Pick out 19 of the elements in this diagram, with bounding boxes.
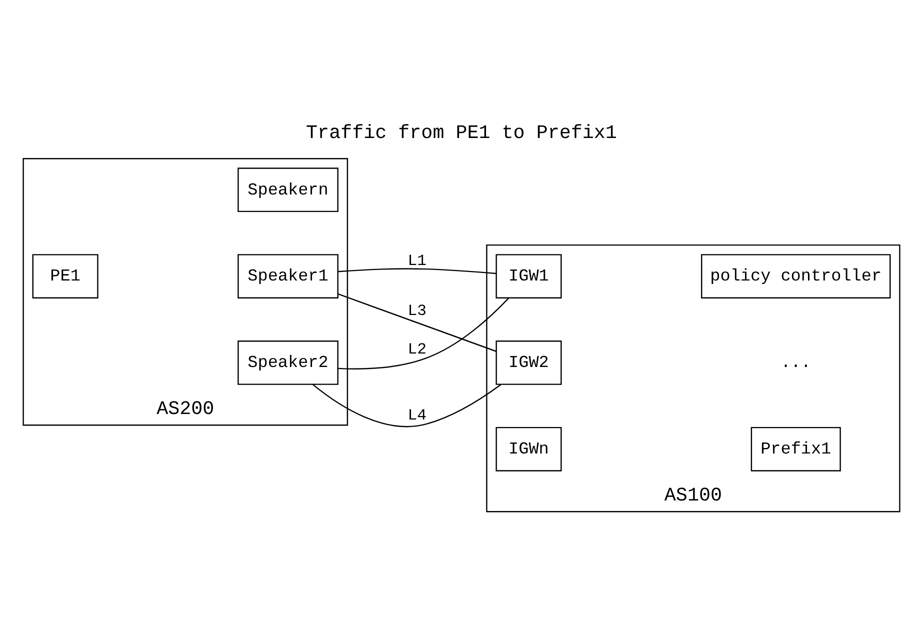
edge-label: L3 — [408, 302, 426, 320]
connector — [338, 268, 496, 274]
node-box: IGW1 — [496, 254, 562, 298]
node-box: policy controller — [701, 254, 891, 298]
edge-label: L1 — [408, 252, 426, 270]
edge-label: L4 — [408, 406, 426, 425]
node-box: PE1 — [32, 254, 98, 298]
node-box: Speaker1 — [238, 254, 338, 298]
connector — [338, 298, 510, 370]
label: ... — [780, 354, 811, 374]
connector — [338, 293, 496, 352]
edge-label: L2 — [408, 340, 426, 359]
diagram-title: Traffic from PE1 to Prefix1 — [306, 122, 617, 144]
node-box: IGWn — [496, 426, 562, 472]
node-box: Speaker2 — [238, 340, 338, 385]
node-box: Speakern — [238, 168, 338, 212]
node-box: Prefix1 — [750, 426, 841, 472]
connector — [312, 384, 502, 428]
node-box: IGW2 — [496, 340, 562, 385]
